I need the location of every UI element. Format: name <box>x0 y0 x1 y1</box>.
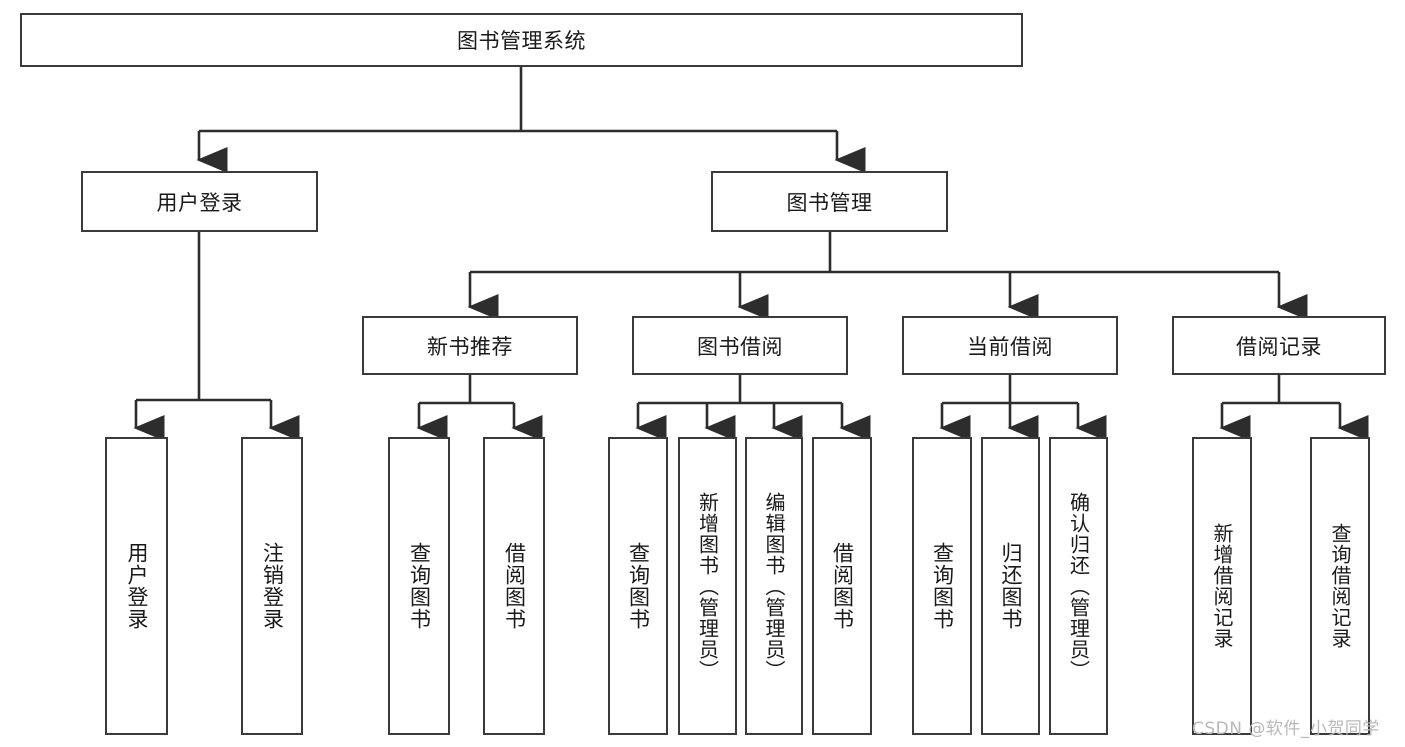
leaf-logout[interactable]: 注销登录 <box>241 437 303 735</box>
leaf-edit-book-admin[interactable]: 编辑图书（管理员） <box>745 437 803 735</box>
leaf-user-login[interactable]: 用户登录 <box>105 437 168 735</box>
node-book-borrow[interactable]: 图书借阅 <box>632 316 848 375</box>
leaf-query-book-recommend[interactable]: 查询图书 <box>388 437 450 735</box>
leaf-return-book[interactable]: 归还图书 <box>981 437 1040 735</box>
leaf-query-book-current[interactable]: 查询图书 <box>912 437 972 735</box>
node-book-management[interactable]: 图书管理 <box>711 171 948 232</box>
leaf-borrow-book[interactable]: 借阅图书 <box>812 437 872 735</box>
node-root[interactable]: 图书管理系统 <box>20 13 1023 67</box>
leaf-add-book-admin[interactable]: 新增图书（管理员） <box>678 437 737 735</box>
leaf-borrow-book-recommend[interactable]: 借阅图书 <box>483 437 545 735</box>
leaf-add-borrow-record[interactable]: 新增借阅记录 <box>1192 437 1252 735</box>
leaf-query-book-borrow[interactable]: 查询图书 <box>608 437 668 735</box>
leaf-confirm-return-admin[interactable]: 确认归还（管理员） <box>1049 437 1108 735</box>
node-borrow-record[interactable]: 借阅记录 <box>1172 316 1386 375</box>
node-new-book-recommend[interactable]: 新书推荐 <box>362 316 578 375</box>
node-current-borrow[interactable]: 当前借阅 <box>902 316 1118 375</box>
leaf-query-borrow-record[interactable]: 查询借阅记录 <box>1310 437 1370 735</box>
node-user-login[interactable]: 用户登录 <box>81 171 318 232</box>
